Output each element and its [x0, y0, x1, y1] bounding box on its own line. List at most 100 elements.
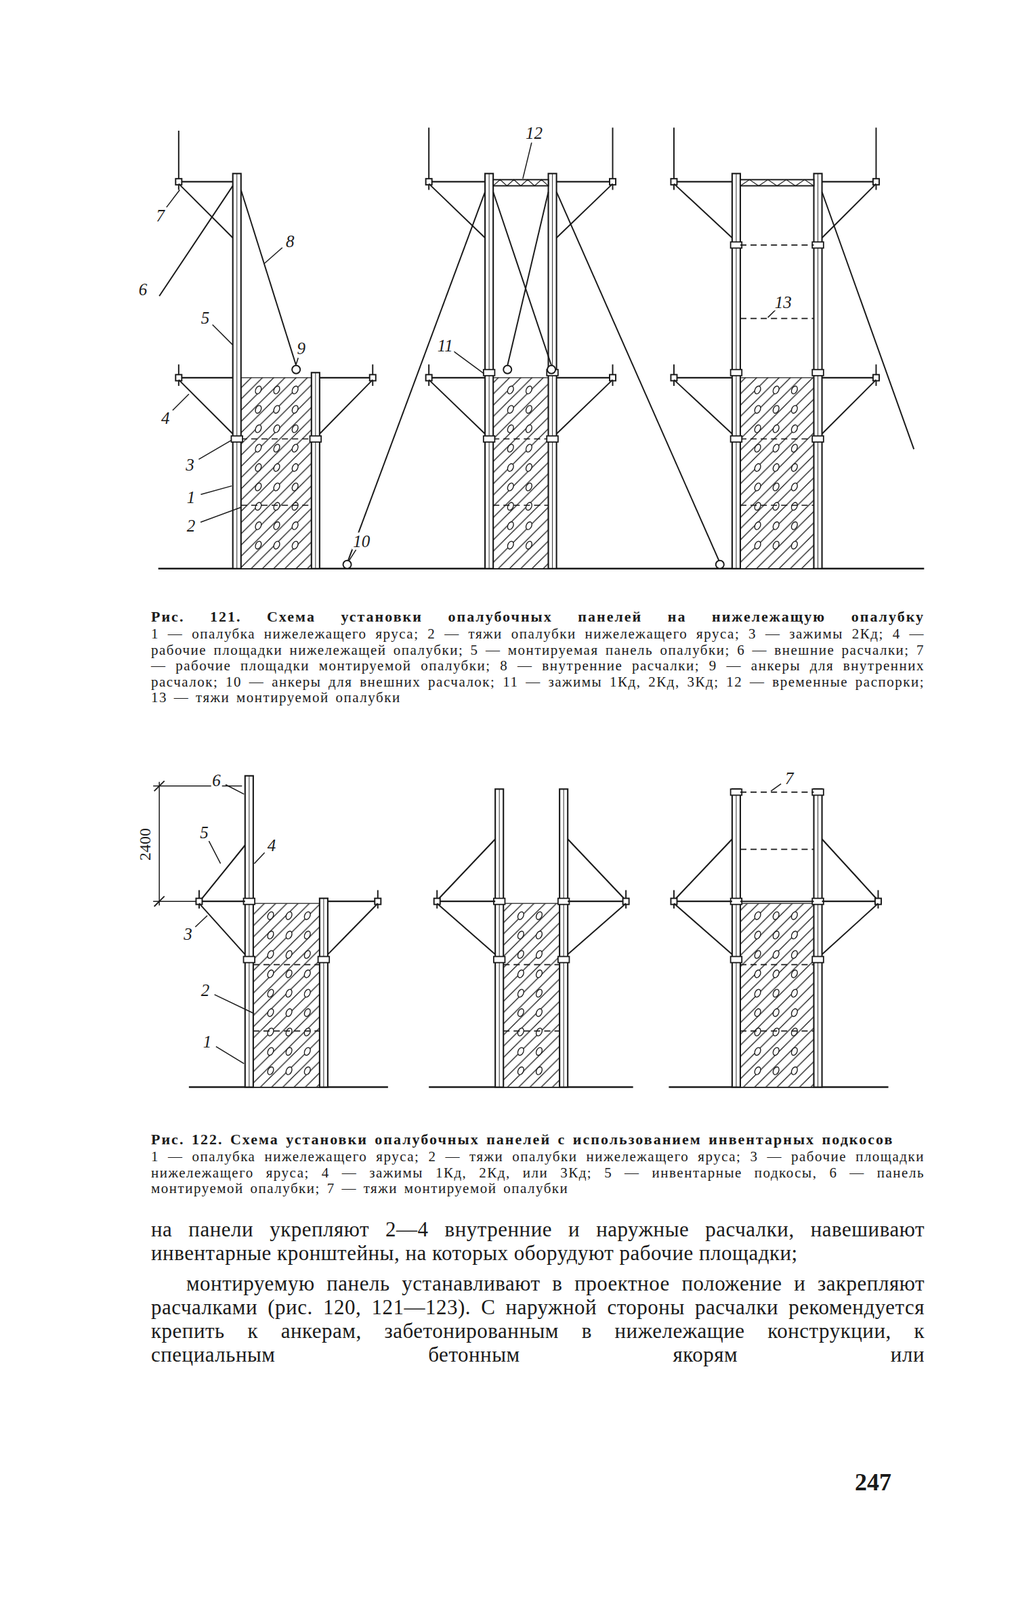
clamp-symbol — [812, 241, 824, 248]
aggregate-mark — [772, 988, 781, 999]
temporary-strut — [740, 179, 815, 186]
dimension-line — [158, 782, 160, 906]
aggregate-mark — [506, 424, 515, 434]
aggregate-mark — [285, 1027, 294, 1037]
aggregate-mark — [753, 1047, 762, 1057]
tie-rod — [493, 438, 548, 440]
platform-beam — [673, 900, 733, 903]
callout-number: 12 — [524, 123, 544, 141]
panel-rib — [735, 789, 737, 1088]
callout-number: 11 — [436, 336, 455, 354]
leader-line — [349, 549, 357, 561]
figure-caption: Рис. 121. Схема установки опалубочных па… — [151, 608, 925, 707]
tie-rod — [253, 1030, 320, 1033]
aggregate-mark — [291, 443, 300, 454]
aggregate-mark — [772, 911, 781, 921]
aggregate-mark — [790, 424, 799, 434]
callout-number: 2 — [185, 517, 198, 535]
clamp-symbol — [558, 898, 570, 905]
tie-rod — [253, 964, 320, 966]
dimension-label: 2400 — [136, 827, 154, 863]
aggregate-mark — [516, 1066, 525, 1076]
clamp-symbol — [730, 241, 743, 248]
aggregate-mark — [272, 520, 281, 531]
aggregate-mark — [291, 482, 300, 492]
aggregate-mark — [506, 462, 515, 473]
callout-number: 5 — [199, 308, 212, 326]
platform-beam — [822, 900, 879, 903]
aggregate-mark — [790, 404, 799, 414]
aggregate-mark — [254, 385, 263, 395]
concrete-fill — [503, 903, 560, 1088]
clamp-symbol — [230, 436, 243, 443]
outer-guy — [348, 191, 485, 561]
aggregate-mark — [303, 988, 312, 999]
clamp-symbol — [730, 789, 743, 796]
bracket-strut — [822, 903, 879, 955]
aggregate-mark — [272, 385, 281, 395]
bracket-strut — [178, 183, 234, 238]
platform-beam — [567, 900, 626, 903]
caption-title: Рис. 122. Схема установки опалубочных па… — [151, 1131, 925, 1149]
body-paragraph: монтируемую панель устанавливают в проек… — [151, 1272, 925, 1367]
inventory-brace — [567, 839, 624, 899]
aggregate-mark — [506, 520, 515, 531]
aggregate-mark — [303, 1066, 312, 1076]
aggregate-mark — [753, 404, 762, 414]
page-number: 247 — [854, 1468, 892, 1497]
aggregate-mark — [285, 930, 294, 941]
aggregate-mark — [291, 462, 300, 473]
bracket-strut — [673, 183, 733, 238]
anchor-symbol — [715, 560, 725, 569]
clamp-symbol — [493, 957, 506, 964]
aggregate-mark — [772, 930, 781, 941]
callout-number: 2 — [199, 982, 212, 1000]
aggregate-mark — [266, 949, 275, 960]
aggregate-mark — [535, 1066, 544, 1076]
aggregate-mark — [772, 462, 781, 473]
caption-title: Рис. 121. Схема установки опалубочных па… — [151, 608, 925, 626]
leader-line — [264, 247, 282, 264]
platform-beam — [673, 180, 733, 183]
aggregate-mark — [790, 969, 799, 979]
aggregate-mark — [753, 988, 762, 999]
body-paragraph: на панели укрепляют 2—4 внутренние и нар… — [151, 1217, 925, 1266]
outer-guy — [556, 191, 720, 561]
bracket-strut — [673, 903, 733, 955]
platform-beam — [178, 180, 234, 183]
aggregate-mark — [272, 482, 281, 492]
clamp-symbol — [812, 957, 824, 964]
aggregate-mark — [516, 1007, 525, 1018]
aggregate-mark — [753, 482, 762, 492]
callout-number: 6 — [210, 771, 223, 789]
aggregate-mark — [524, 462, 534, 473]
formwork-panel — [311, 372, 320, 569]
panel-rib — [499, 789, 500, 1088]
aggregate-mark — [254, 424, 263, 434]
bracket-strut — [178, 379, 234, 435]
concrete-fill — [740, 903, 815, 1088]
callout-number: 3 — [182, 925, 194, 943]
callout-number: 5 — [198, 823, 210, 841]
callout-number: 10 — [351, 532, 372, 550]
aggregate-mark — [753, 462, 762, 473]
aggregate-mark — [790, 520, 799, 531]
callout-number: 1 — [185, 489, 198, 506]
aggregate-mark — [535, 1047, 544, 1057]
aggregate-mark — [790, 1047, 799, 1057]
aggregate-mark — [272, 501, 281, 512]
aggregate-mark — [516, 1027, 525, 1037]
aggregate-mark — [254, 540, 263, 550]
clamp-symbol — [310, 436, 322, 443]
leader-line — [770, 784, 781, 792]
aggregate-mark — [535, 988, 544, 999]
tie-rod — [740, 964, 815, 966]
aggregate-mark — [790, 911, 799, 921]
bracket-strut — [822, 183, 877, 238]
aggregate-mark — [285, 1007, 294, 1018]
anchor-symbol — [503, 365, 512, 374]
platform-beam — [740, 900, 815, 903]
aggregate-mark — [516, 988, 525, 999]
tie-rod — [740, 318, 815, 320]
aggregate-mark — [524, 520, 534, 531]
